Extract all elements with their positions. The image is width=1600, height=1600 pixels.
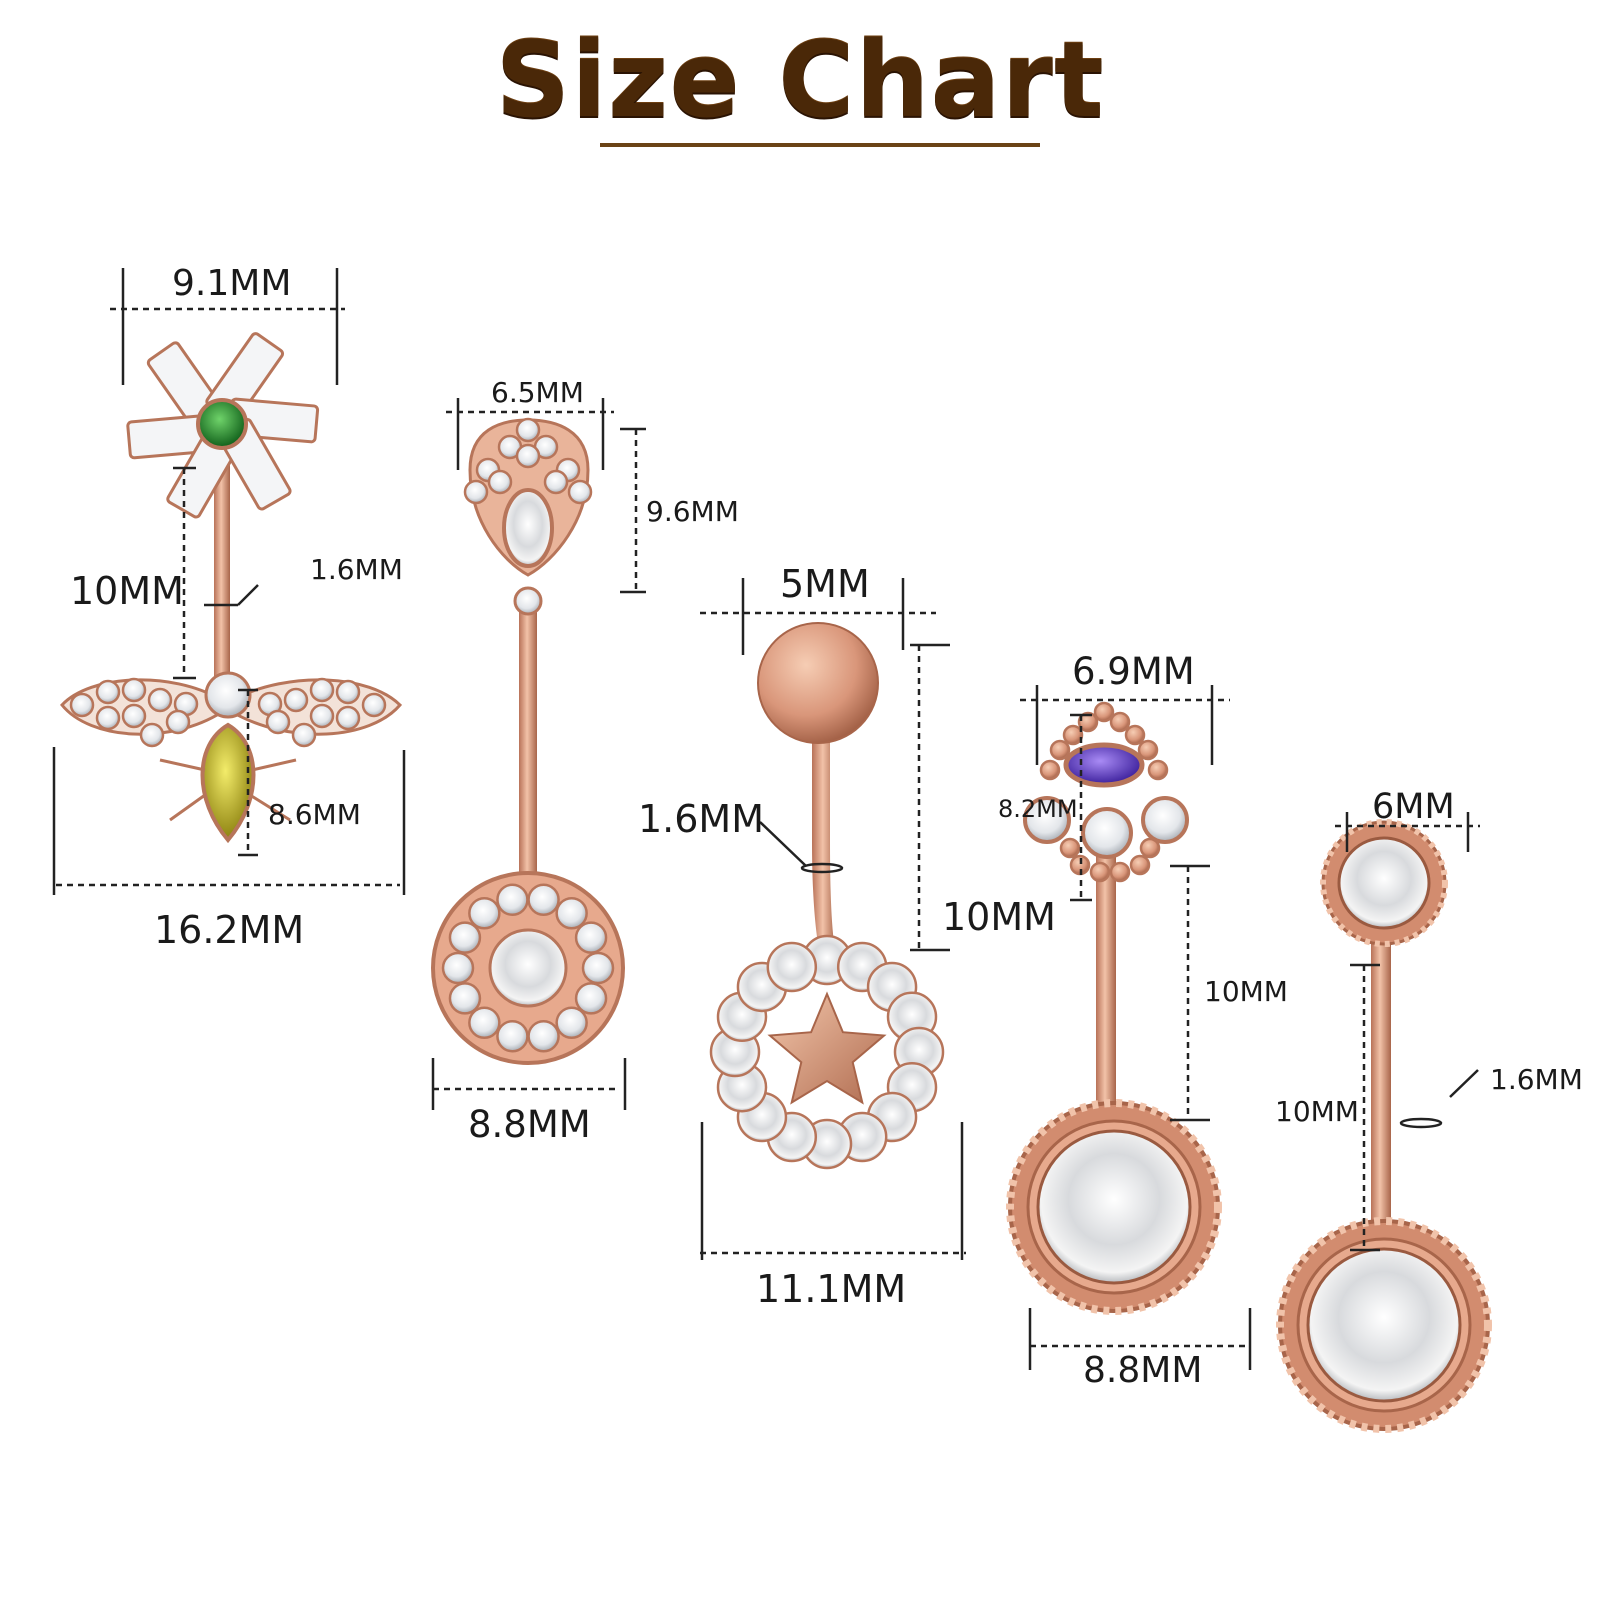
- metal-bead: [1109, 711, 1131, 733]
- crystal-stone: [147, 687, 173, 713]
- chart-title: Size Chart: [495, 19, 1105, 141]
- crystal-stone: [441, 951, 475, 985]
- crystal-stone: [468, 1006, 501, 1039]
- crystal-stone: [69, 692, 95, 718]
- crown-crystals: [463, 417, 593, 505]
- crystal-stone: [139, 722, 165, 748]
- crystal-stone: [555, 897, 588, 930]
- item1-bar-gauge: 1.6MM: [310, 553, 403, 586]
- metal-bead: [1077, 711, 1099, 733]
- item1-bottom-height: 8.6MM: [268, 798, 361, 831]
- item5-top-width: 6MM: [1372, 787, 1455, 827]
- crystal-stone: [309, 677, 335, 703]
- dimension-lines: [52, 268, 1480, 1370]
- crystal-stone: [574, 982, 608, 1015]
- item2-top-width: 6.5MM: [491, 376, 584, 409]
- crystal-stone: [448, 982, 482, 1015]
- crystal-stone: [515, 417, 541, 443]
- metal-bead: [1137, 739, 1159, 761]
- item1-bar-length: 10MM: [70, 569, 184, 613]
- metal-bead: [1039, 759, 1061, 781]
- disc-crystals: [441, 883, 615, 1053]
- metal-bead: [1129, 854, 1151, 876]
- item3-bar-length: 10MM: [942, 895, 1056, 939]
- cluster-beads: [1039, 701, 1169, 883]
- top-ball: [757, 622, 879, 744]
- item4-bottom-width: 8.8MM: [1083, 1350, 1203, 1391]
- metal-bead: [1139, 837, 1161, 859]
- crystal-stone: [95, 705, 121, 731]
- crystal-stone: [95, 679, 121, 705]
- crystal-stone: [555, 1006, 588, 1039]
- crystal-stone: [527, 1019, 560, 1053]
- crystal-stone: [309, 703, 335, 729]
- item4-bar-length: 10MM: [1204, 975, 1288, 1008]
- crystal-stone: [121, 677, 147, 703]
- jewelry-item-crown-disc: [431, 417, 625, 1065]
- crystal-stone: [468, 897, 501, 930]
- item3-bottom-width: 11.1MM: [756, 1267, 907, 1311]
- crystal-stone: [335, 705, 361, 731]
- large-crystal: [1306, 1247, 1462, 1403]
- title-underline: [600, 143, 1040, 147]
- item5-bar-gauge: 1.6MM: [1490, 1063, 1583, 1096]
- bee-head-crystal: [204, 671, 252, 719]
- barbell-shaft: [812, 700, 836, 955]
- barbell-shaft: [214, 440, 230, 695]
- star-charm: [767, 991, 887, 1105]
- crystal-stone: [574, 921, 608, 954]
- crystal-stone: [581, 951, 615, 985]
- purple-gem: [1063, 742, 1145, 788]
- crystal-stone: [291, 722, 317, 748]
- crystal-stone: [448, 921, 482, 954]
- item5-bar-length: 10MM: [1275, 1095, 1359, 1128]
- crystal-stone: [283, 687, 309, 713]
- crystal-stone: [463, 479, 489, 505]
- jewelry-item-ball-star: [709, 622, 945, 1170]
- crystal-stone: [515, 443, 541, 469]
- large-crystal: [1036, 1129, 1192, 1285]
- item2-bottom-width: 8.8MM: [468, 1103, 591, 1146]
- metal-bead: [1049, 739, 1071, 761]
- barbell-shaft: [1096, 840, 1116, 1120]
- yellow-gem-body: [200, 722, 256, 844]
- metal-bead: [1147, 759, 1169, 781]
- crystal-stone: [496, 1019, 529, 1053]
- item2-top-height: 9.6MM: [646, 495, 739, 528]
- barbell-shaft: [519, 600, 537, 890]
- item4-top-width: 6.9MM: [1072, 650, 1195, 693]
- bee-wing-crystals: [69, 677, 387, 748]
- metal-bead: [1124, 724, 1146, 746]
- metal-bead: [1062, 724, 1084, 746]
- crystal-stone: [766, 941, 818, 993]
- metal-bead: [1093, 701, 1115, 723]
- crystal-stone: [121, 703, 147, 729]
- item3-top-width: 5MM: [780, 562, 870, 606]
- crystal-stone: [496, 883, 529, 917]
- marquise-crystal: [502, 488, 554, 568]
- item1-top-width: 9.1MM: [172, 263, 292, 304]
- item4-top-height: 8.2MM: [998, 795, 1078, 823]
- jewelry-item-flower-bee: [60, 332, 403, 844]
- item1-bottom-width: 16.2MM: [154, 908, 305, 952]
- crystal-stone: [543, 469, 569, 495]
- halo-crystals: [709, 934, 945, 1170]
- crystal-stone: [165, 709, 191, 735]
- crystal-stone: [265, 709, 291, 735]
- crystal-stone: [527, 883, 560, 917]
- item3-bar-gauge: 1.6MM: [638, 797, 765, 841]
- crystal-stone: [487, 469, 513, 495]
- jewelry-item-purple-cluster: [1006, 701, 1222, 1315]
- barbell-shaft: [1371, 930, 1391, 1250]
- jewelry-item-round-bezel: [1276, 819, 1492, 1433]
- crystal-stone: [361, 692, 387, 718]
- metal-bead: [1059, 837, 1081, 859]
- crystal-stone: [567, 479, 593, 505]
- metal-bead: [1089, 861, 1111, 883]
- green-gem-center: [196, 398, 248, 450]
- crystal-stone: [335, 679, 361, 705]
- metal-bead: [1109, 861, 1131, 883]
